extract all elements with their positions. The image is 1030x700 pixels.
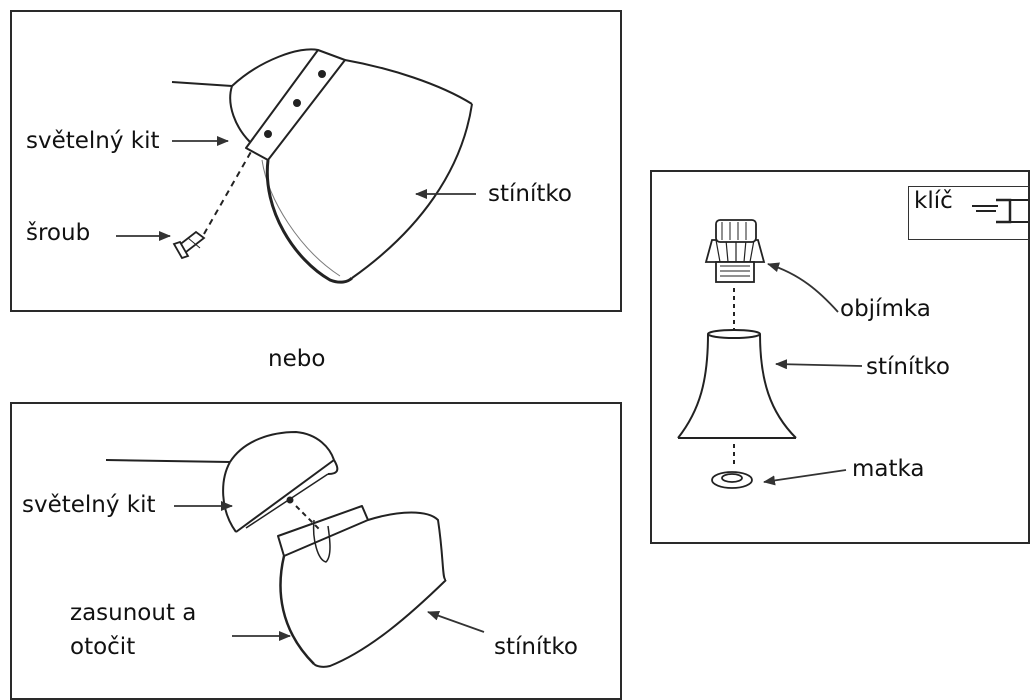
light-kit-drawing-top	[171, 48, 346, 161]
socket-drawing	[704, 219, 766, 283]
shade-drawing-top	[261, 59, 473, 284]
label-shade-right: stínítko	[866, 354, 950, 380]
screw-drawing	[172, 230, 206, 260]
nut-drawing	[711, 471, 753, 489]
diagram-panel-twist-option	[10, 402, 622, 700]
label-screw: šroub	[26, 220, 91, 246]
light-kit-drawing-bottom	[105, 431, 339, 533]
label-key: klíč	[914, 188, 953, 214]
key-legend-box	[908, 186, 1030, 240]
key-icon	[972, 198, 1028, 224]
diagram-panel-nut-option	[650, 170, 1030, 544]
label-light-kit-bottom: světelný kit	[22, 492, 156, 518]
diagram-panel-screw-option	[10, 10, 622, 312]
label-light-kit-top: světelný kit	[26, 128, 160, 154]
label-or-separator: nebo	[268, 346, 326, 372]
shade-drawing-bottom	[277, 505, 447, 668]
label-shade-bottom: stínítko	[494, 634, 578, 660]
label-insert-rotate-line1: zasunout a	[70, 600, 197, 626]
label-shade-top: stínítko	[488, 181, 572, 207]
label-insert-rotate-line2: otočit	[70, 634, 136, 660]
label-socket: objímka	[840, 296, 931, 322]
bell-shade-drawing	[677, 329, 797, 439]
label-nut: matka	[852, 456, 925, 482]
